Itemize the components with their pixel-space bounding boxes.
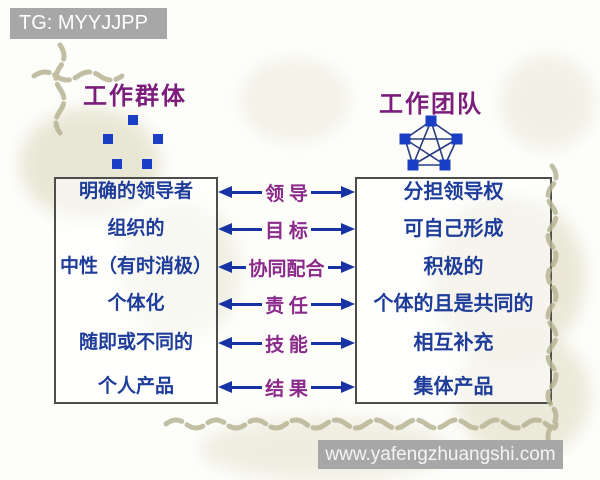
node-square [142,159,152,169]
tg-watermark-badge: TG: MYYJJPP [10,8,167,39]
work-group-item: 中性（有时消极） [59,256,212,277]
dimension-arrow-row: 结 果 [218,376,356,400]
arrow-line [310,341,342,345]
work-group-item: 个体化 [107,293,165,314]
left-column-title: 工作群体 [83,84,187,110]
dimension-arrow-row: 目 标 [218,218,356,242]
watermark-blob [240,58,350,143]
dimension-label: 目 标 [265,220,308,242]
dimension-arrow-row: 领 导 [218,181,356,205]
arrowhead-left-icon [218,337,232,349]
dimension-label: 协同配合 [248,258,325,280]
arrowhead-right-icon [341,223,356,235]
dimension-label: 技 能 [265,334,308,356]
watermark-blob [500,55,595,150]
arrow-line [232,190,263,194]
arrowhead-left-icon [218,223,232,235]
site-watermark-badge: www.yafengzhuangshi.com [318,440,563,469]
arrowhead-left-icon [218,381,232,393]
tg-watermark-text: TG: MYYJJPP [19,12,148,34]
arrowhead-left-icon [218,298,232,310]
arrow-line [232,341,263,345]
work-group-item: 随即或不同的 [78,332,193,353]
arrowhead-left-icon [218,261,232,273]
dimension-label: 结 果 [265,378,308,400]
arrow-line [310,385,342,389]
dimension-label: 责 任 [265,295,308,317]
arrowhead-right-icon [341,337,356,349]
node-square [112,159,122,169]
dimension-arrow-row: 技 能 [218,332,356,356]
node-square [103,134,113,144]
arrowhead-left-icon [218,186,232,198]
work-group-item: 明确的领导者 [78,181,193,202]
arrow-line [327,265,342,269]
work-group-item: 组织的 [107,218,165,239]
dimension-arrow-row: 责 任 [218,293,356,317]
work-team-item: 集体产品 [413,376,494,398]
arrowhead-right-icon [341,298,356,310]
site-watermark-text: www.yafengzhuangshi.com [325,443,556,465]
work-team-item: 个体的且是共同的 [373,293,534,315]
arrow-line [232,385,263,389]
arrowhead-right-icon [341,261,356,273]
dimension-label: 领 导 [265,183,308,205]
arrow-line [232,302,263,306]
right-column-title: 工作团队 [379,92,483,118]
arrowhead-right-icon [341,186,356,198]
arrow-line [310,190,342,194]
work-team-box: 分担领导权 可自己形成 积极的 个体的且是共同的 相互补充 集体产品 [355,177,552,404]
work-team-item: 相互补充 [413,332,494,354]
work-group-item: 个人产品 [97,376,174,397]
arrow-line [310,227,342,231]
work-team-item: 积极的 [423,256,484,278]
arrow-line [310,302,342,306]
arrow-line [232,265,246,269]
five-connected-network-icon [399,115,463,171]
node-square [153,134,163,144]
work-group-box: 明确的领导者 组织的 中性（有时消极） 个体化 随即或不同的 个人产品 [54,177,218,404]
work-team-item: 分担领导权 [403,181,504,203]
work-team-item: 可自己形成 [403,218,504,240]
dimension-arrow-row: 协同配合 [218,256,356,280]
arrowhead-right-icon [341,381,356,393]
arrow-line [232,227,263,231]
node-square [128,115,138,125]
